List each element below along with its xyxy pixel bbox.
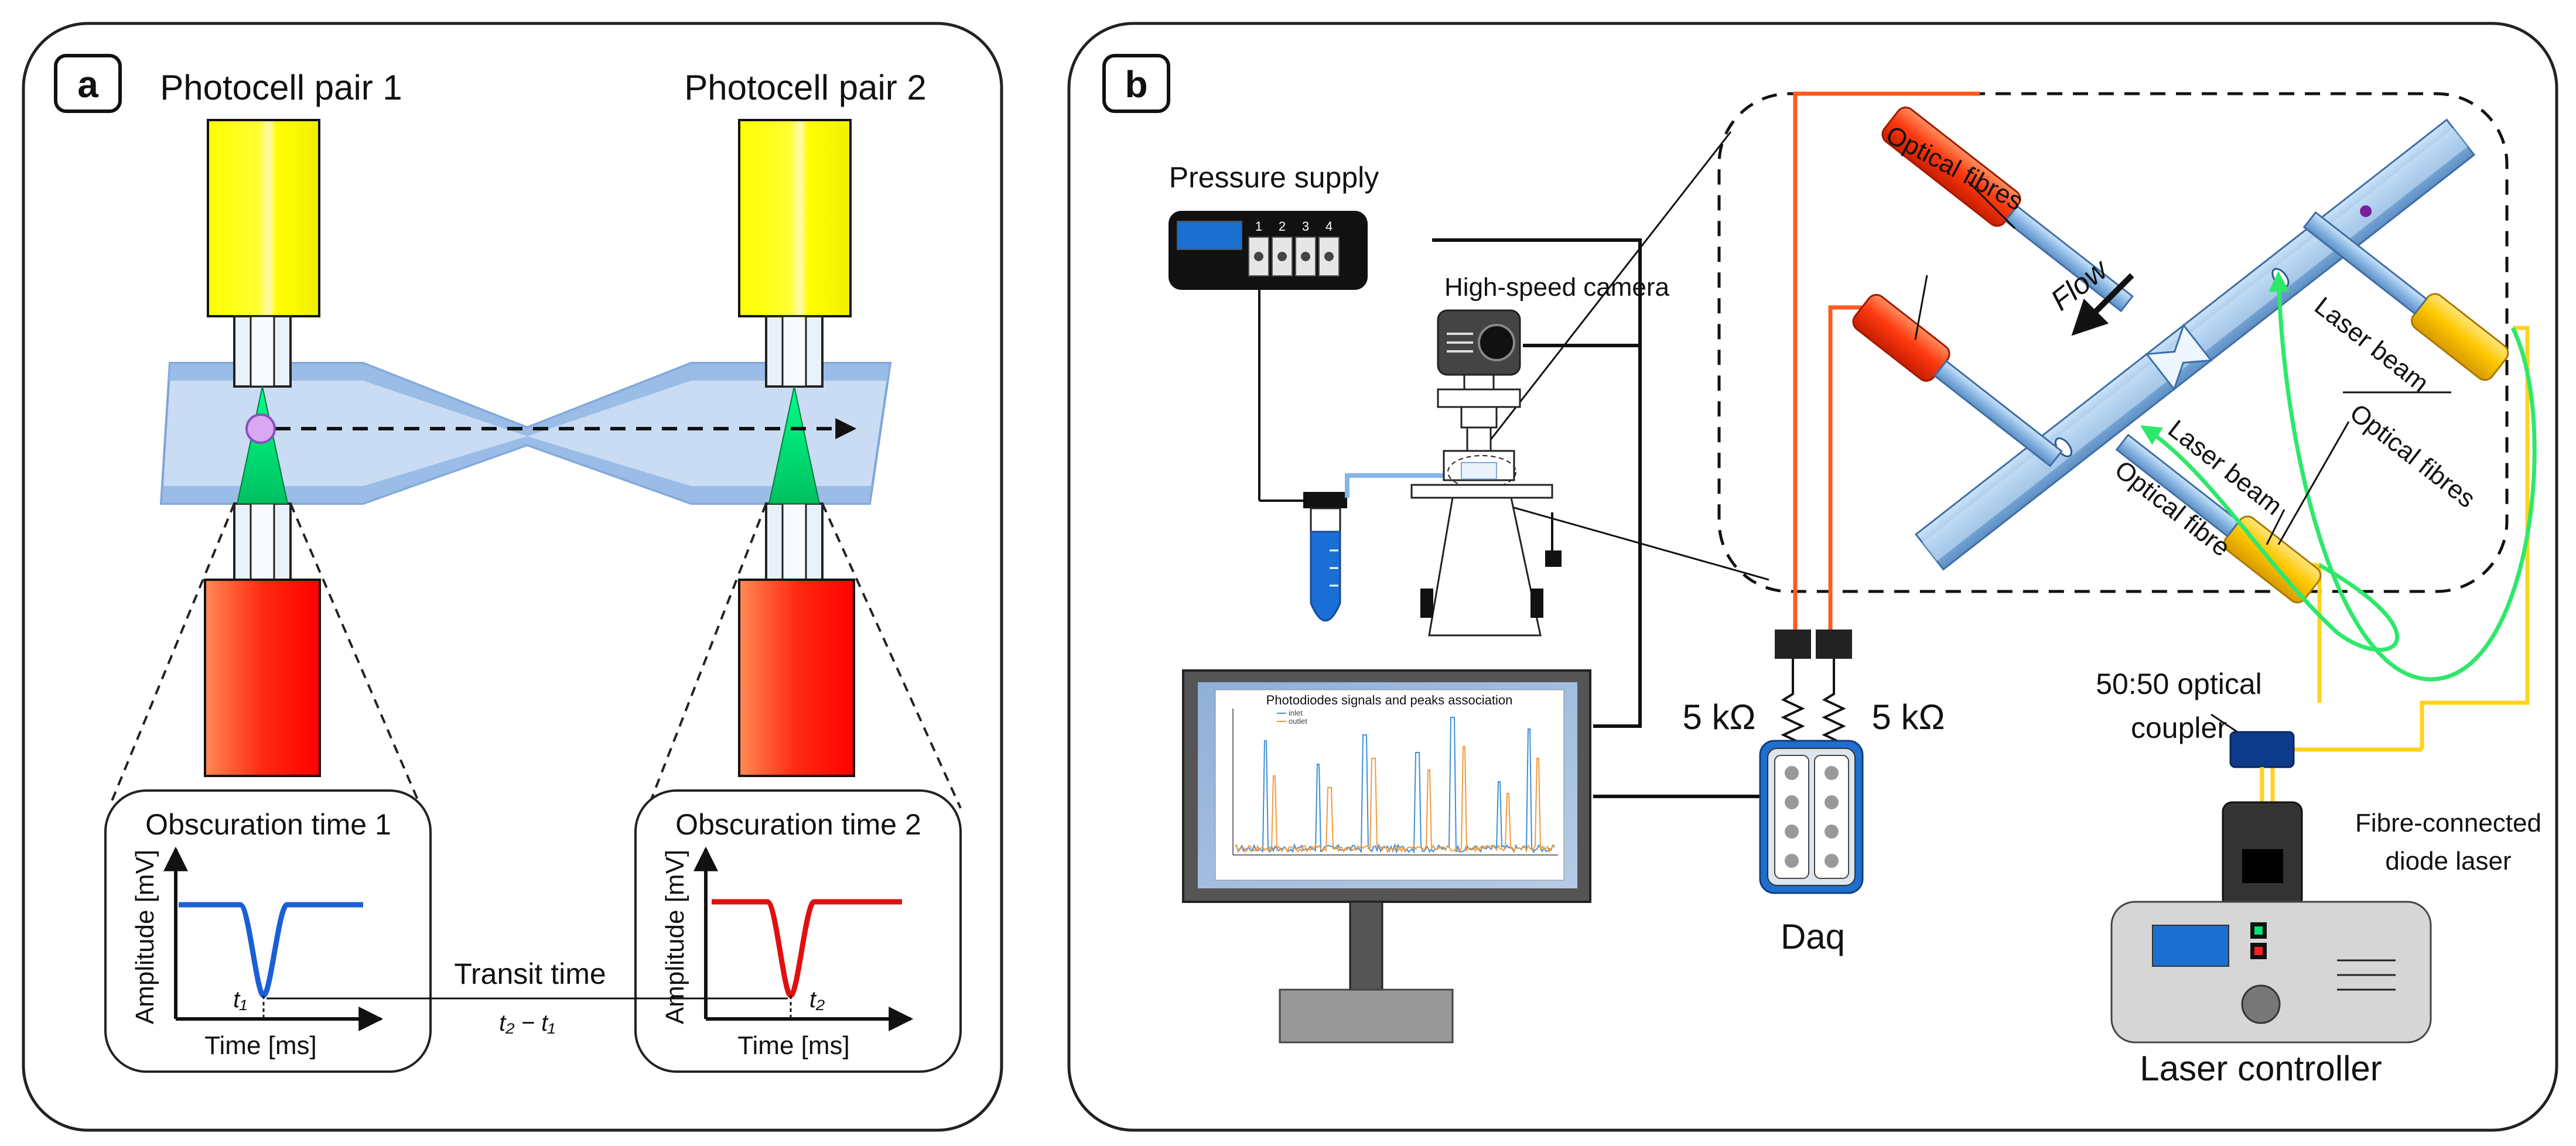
zoom-line-2-right [821, 503, 962, 809]
laser-controller [2110, 901, 2432, 1044]
transit-time-formula: t₂ − t₁ [499, 1010, 555, 1036]
pressure-supply-label: Pressure supply [1169, 161, 1379, 194]
inset-frame [1717, 92, 2509, 593]
laser-beam-1 [236, 386, 289, 504]
detector-1-fibre-core-top [250, 315, 275, 388]
detector-2-yellow [738, 119, 852, 317]
microscope [1410, 309, 1562, 637]
detector-2-fibre-core-bottom [781, 502, 807, 581]
daq-label: Daq [1781, 917, 1845, 956]
channel-1-label: 1 [1255, 219, 1262, 234]
laser-label-line-1: Fibre-connected [2355, 809, 2541, 837]
panel-b-letter: b [1125, 63, 1147, 105]
plot-1-ylabel: Amplitude [mV] [131, 850, 159, 1024]
zoom-line-1-left [110, 503, 235, 803]
inset-content [1852, 106, 2537, 682]
plot-2-t2-label: t₂ [809, 987, 825, 1012]
coupler [2229, 731, 2295, 768]
coupler-label-line-2: coupler [2131, 711, 2227, 744]
coupler-label-line-1: 50:50 optical [2096, 668, 2262, 700]
resistor-1-label: 5 kΩ [1683, 697, 1756, 737]
monitor-legend-inlet: inlet [1289, 709, 1303, 717]
particle [245, 413, 276, 444]
monitor-plot [1232, 709, 1558, 856]
panel-a-letter: a [77, 63, 98, 105]
plot-1-t1-label: t₁ [233, 987, 247, 1012]
laser-2-red [738, 579, 855, 777]
laser-label-line-2: diode laser [2385, 847, 2511, 875]
channel-bottom-wall [161, 436, 872, 504]
photocell-pair-1-label: Photocell pair 1 [160, 68, 402, 107]
plot-2-ylabel: Amplitude [mV] [661, 850, 689, 1024]
resistor-2-label: 5 kΩ [1872, 697, 1945, 737]
detector-1-fibre-core-bottom [250, 502, 275, 581]
daq-connectors [1775, 630, 1852, 685]
transit-time-label: Transit time [454, 957, 606, 990]
zoom-line-2-left [649, 503, 767, 803]
panel-a-letter-box [54, 54, 122, 113]
panel-b-letter-box [1102, 54, 1170, 113]
laser-1-red [204, 579, 321, 777]
monitor-legend-outlet: outlet [1289, 717, 1307, 726]
plot-2-xlabel: Time [ms] [737, 1031, 849, 1060]
plot-1-title: Obscuration time 1 [145, 808, 391, 841]
laser-controller-label: Laser controller [2140, 1049, 2382, 1088]
sample-tube [1303, 473, 1470, 622]
panel-a: a Photocell pair 1 Photocell pair 2 [22, 22, 1003, 1132]
plot-1-xlabel: Time [ms] [204, 1031, 316, 1060]
pressure-supply-display [1177, 221, 1242, 250]
daq-box [1759, 740, 1864, 894]
camera-label: High-speed camera [1444, 273, 1669, 302]
detector-1-yellow [207, 119, 320, 317]
plot-2-title: Obscuration time 2 [675, 808, 921, 841]
laser-beam-2 [768, 386, 821, 504]
pressure-channels [1248, 237, 1340, 276]
zoom-line-1-right [289, 503, 420, 803]
detector-2-fibre-core-top [781, 315, 807, 388]
channel-4-label: 4 [1325, 219, 1333, 234]
monitor-plot-title: Photodiodes signals and peaks associatio… [1266, 693, 1513, 707]
photocell-pair-2-label: Photocell pair 2 [684, 68, 927, 107]
channel-3-label: 3 [1302, 219, 1309, 234]
panel-b: b Pressure supply [1067, 22, 2558, 1132]
diode-laser [2222, 801, 2303, 909]
channel-2-label: 2 [1279, 219, 1286, 234]
